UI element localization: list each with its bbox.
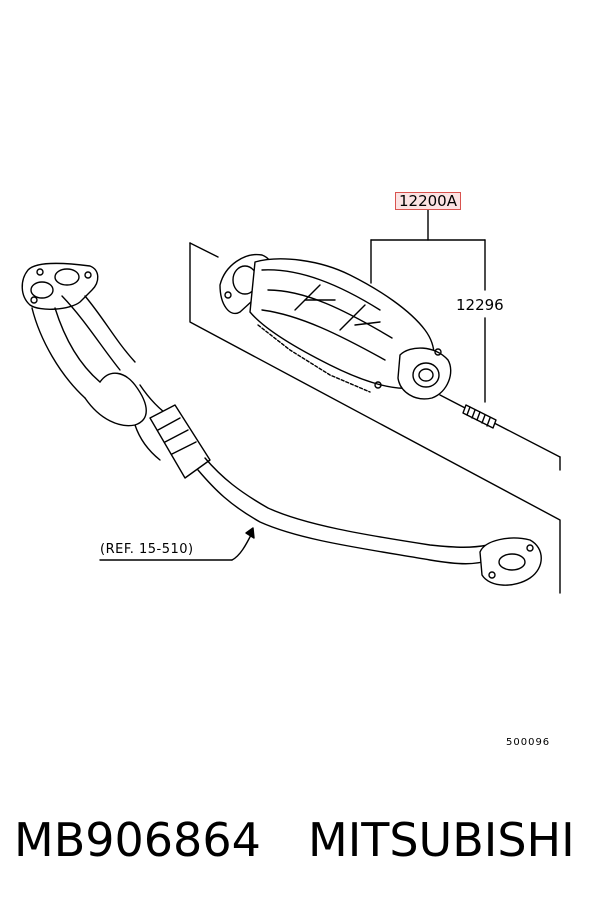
stud-bolt [462,404,497,429]
catalytic-converter [219,253,452,400]
callout-leaders [370,209,486,403]
reference-leader [99,527,255,561]
part-callout-12200a[interactable]: 12200A [395,192,461,210]
front-exhaust-pipe [21,262,542,586]
reference-callout[interactable]: (REF. 15-510) [100,542,194,557]
brand-name: MITSUBISHI [308,813,575,867]
footer: MB906864 MITSUBISHI [0,800,600,880]
group-frame [189,242,561,594]
figure-code: 500096 [506,737,551,748]
part-number: MB906864 [14,813,261,867]
exhaust-parts-diagram [21,209,561,594]
part-callout-12296[interactable]: 12296 [456,296,504,314]
